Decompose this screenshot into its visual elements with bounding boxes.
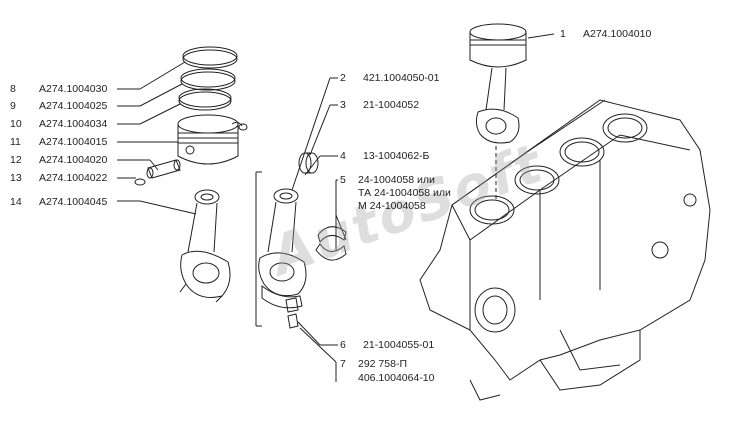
- callout-number-4: 4: [340, 150, 346, 162]
- callout-code-5-line-1: 24-1004058 или: [358, 174, 435, 186]
- bolts-illustration: [285, 297, 299, 329]
- callout-code-3: 21-1004052: [363, 99, 420, 111]
- callout-code-9: А274.1004025: [39, 100, 108, 112]
- callout-code-5-line-2: ТА 24-1004058 или: [358, 187, 451, 199]
- callout-number-1: 1: [560, 28, 566, 40]
- callout-code-1: А274.1004010: [583, 28, 652, 40]
- leader-lines: [117, 33, 555, 382]
- cylinder-block-illustration: [419, 99, 711, 401]
- callout-code-10: А274.1004034: [39, 118, 108, 130]
- piston-illustration: [177, 114, 248, 165]
- callout-code-7-line-2: 406.1004064-10: [358, 372, 435, 384]
- callout-number-2: 2: [340, 72, 346, 84]
- callout-number-10: 10: [10, 118, 22, 130]
- callout-code-7-line-1: 292 758-П: [358, 358, 407, 370]
- connecting-rod-assembly-illustration: [258, 188, 307, 309]
- connecting-rod-illustration: [179, 189, 231, 303]
- bearing-shells-illustration: [315, 226, 347, 261]
- callout-number-13: 13: [10, 172, 22, 184]
- callout-number-9: 9: [10, 100, 16, 112]
- callout-code-5-line-3: М 24-1004058: [358, 200, 426, 212]
- callout-code-4: 13-1004062-Б: [363, 150, 430, 162]
- callout-code-11: А274.1004015: [39, 136, 108, 148]
- callout-number-6: 6: [340, 339, 346, 351]
- callout-number-12: 12: [10, 154, 22, 166]
- callout-code-13: А274.1004022: [39, 172, 108, 184]
- group-bracket: [255, 171, 262, 327]
- piston-rings-illustration: [178, 46, 238, 111]
- callout-code-8: А274.1004030: [39, 83, 108, 95]
- callout-number-8: 8: [10, 83, 16, 95]
- callout-number-14: 14: [10, 196, 22, 208]
- callout-number-11: 11: [10, 136, 21, 148]
- piston-rod-assembly-illustration: [469, 23, 527, 200]
- callout-code-12: А274.1004020: [39, 154, 108, 166]
- callout-code-6: 21-1004055-01: [363, 339, 435, 351]
- callout-number-5: 5: [340, 174, 346, 186]
- callout-code-14: А274.1004045: [39, 196, 108, 208]
- piston-pin-illustration: [134, 159, 181, 186]
- callout-code-2: 421.1004050-01: [363, 72, 440, 84]
- callout-number-3: 3: [340, 99, 346, 111]
- callout-number-7: 7: [340, 358, 346, 370]
